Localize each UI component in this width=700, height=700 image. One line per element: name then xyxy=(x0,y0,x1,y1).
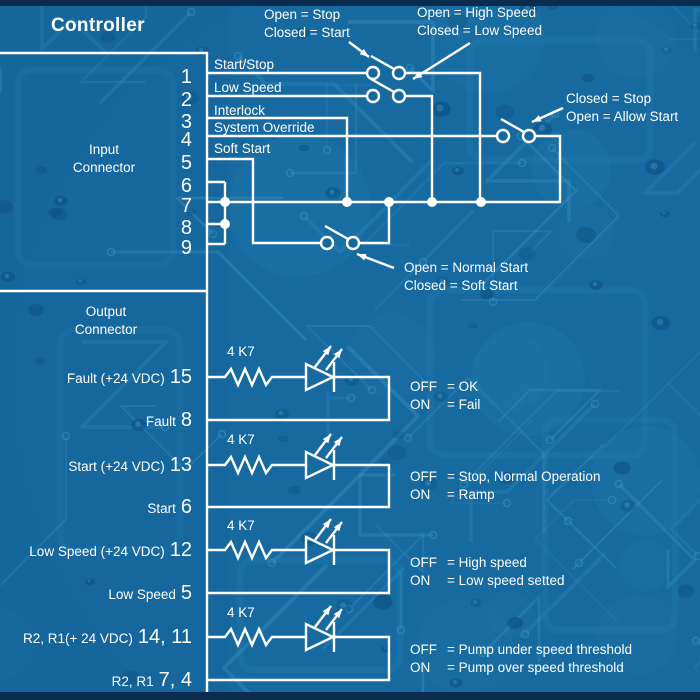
annotation-speed-switch: Open = High Speed Closed = Low Speed xyxy=(417,5,542,38)
input-pin-number: 7 xyxy=(180,195,192,217)
input-pin-number: 1 xyxy=(180,66,192,88)
output-row-start-return: Start 6 xyxy=(147,496,192,518)
output-row-fault-supply: Fault (+24 VDC) 15 xyxy=(66,366,192,388)
junction-dots xyxy=(220,197,486,229)
input-pin-number: 9 xyxy=(180,237,192,259)
input-pin-number: 4 xyxy=(180,129,192,151)
input-pin-number: 2 xyxy=(180,89,192,111)
led-indicator-circuit xyxy=(207,345,391,422)
input-pin-label: Soft Start xyxy=(214,141,271,156)
led-state-annotation-start: OFF= Stop, Normal Operation ON= Ramp xyxy=(410,469,601,502)
switch-interlock xyxy=(495,117,537,144)
output-connector-label: Output Connector xyxy=(74,304,138,337)
input-connector-label: Input Connector xyxy=(72,142,136,175)
page-title: Controller xyxy=(51,15,145,36)
input-pin-number: 5 xyxy=(180,152,192,174)
led-state-annotation-fault: OFF= OK ON= Fail xyxy=(410,379,481,412)
input-wiring xyxy=(207,71,562,246)
output-row-relay-supply: R2, R1(+ 24 VDC) 14, 11 xyxy=(22,626,192,648)
output-row-fault-return: Fault 8 xyxy=(145,409,192,431)
resistor-value-label: 4 K7 xyxy=(227,432,255,447)
input-pin-label: Low Speed xyxy=(214,80,282,95)
resistor-value-label: 4 K7 xyxy=(227,344,255,359)
led-indicator-circuit xyxy=(207,433,391,509)
switch-start-stop xyxy=(365,54,407,81)
input-pin-label: System Override xyxy=(214,120,315,135)
output-row-low-speed-return: Low Speed 5 xyxy=(108,582,192,604)
annotation-arrow-icons xyxy=(348,41,564,270)
annotation-interlock-switch: Closed = Stop Open = Allow Start xyxy=(566,91,679,124)
led-indicator-circuit xyxy=(207,518,391,595)
led-state-annotation-relay: OFF= Pump under speed threshold ON= Pump… xyxy=(410,642,632,675)
resistor-value-label: 4 K7 xyxy=(227,605,255,620)
input-pin-label: Start/Stop xyxy=(214,57,275,72)
input-pin-label: Interlock xyxy=(214,103,266,118)
output-row-relay-return: R2, R1 7, 4 xyxy=(111,669,192,691)
resistor-value-label: 4 K7 xyxy=(227,518,255,533)
connector-outline xyxy=(0,51,209,692)
output-row-start-supply: Start (+24 VDC) 13 xyxy=(68,454,192,476)
led-state-annotation-low-speed: OFF= High speed ON= Low speed setted xyxy=(410,555,565,588)
led-indicator-circuit xyxy=(207,605,391,682)
input-pin-number: 3 xyxy=(180,111,192,133)
switch-soft-start xyxy=(319,224,361,251)
input-pin-number: 6 xyxy=(180,175,192,197)
annotation-soft-start-switch: Open = Normal Start Closed = Soft Start xyxy=(404,260,529,293)
annotation-start-stop-switch: Open = Stop Closed = Start xyxy=(264,7,350,40)
led-indicator-circuits xyxy=(207,345,391,682)
output-row-low-speed-supply: Low Speed (+24 VDC) 12 xyxy=(29,539,192,561)
input-pin-number: 8 xyxy=(180,217,192,239)
switch-low-speed xyxy=(365,77,407,104)
